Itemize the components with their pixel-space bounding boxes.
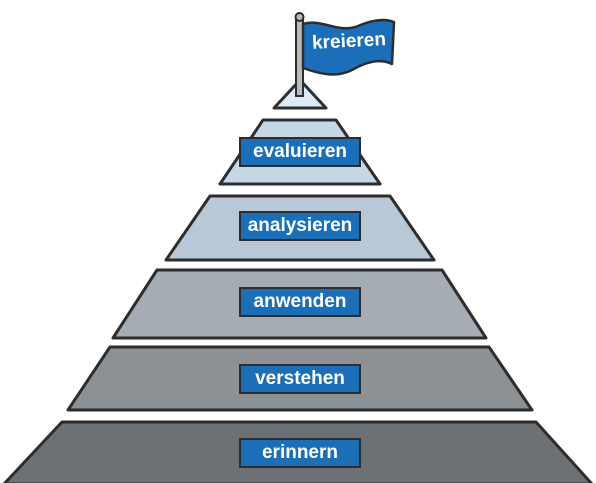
flag <box>301 18 396 76</box>
level-label-verstehen: verstehen <box>239 364 361 394</box>
level-label-evaluieren: evaluieren <box>239 137 361 167</box>
level-label-erinnern: erinnern <box>239 438 361 468</box>
flag-pole-knob <box>294 12 305 22</box>
flag-label: kreieren <box>311 29 387 54</box>
level-label-anwenden: anwenden <box>239 287 361 317</box>
level-label-analysieren: analysieren <box>239 211 361 241</box>
